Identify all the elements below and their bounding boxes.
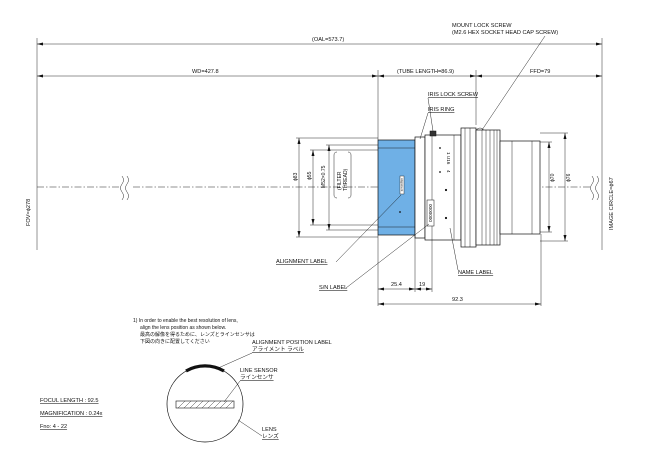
iris-ring-label: IRIS RING [428, 107, 454, 113]
name-label-leader [449, 227, 459, 271]
break-mark [125, 175, 129, 201]
arrow-icon [563, 235, 567, 241]
arrow-icon [547, 142, 551, 148]
arrow-icon [37, 74, 43, 78]
iris-lock-screw [429, 130, 437, 137]
alignment-position-label-jp: アライメント ラベル [252, 346, 304, 353]
rear-barrel [499, 140, 541, 235]
phi76-label: ϕ76 [566, 173, 572, 182]
line-sensor-hatch [177, 400, 234, 409]
iris-lock-leader [427, 97, 434, 132]
dim-19-label: 19 [419, 282, 425, 288]
rear-mount [475, 129, 501, 246]
arrow-icon [470, 74, 476, 78]
arrow-icon [311, 150, 315, 156]
ring-marking-top: 1 U16 [446, 152, 451, 165]
m52-label: M52×0.75 [321, 165, 327, 188]
filter-thread-bracket [347, 151, 352, 199]
alignment-leader [335, 194, 402, 263]
arrow-icon [547, 226, 551, 232]
line-sensor-leader [223, 380, 241, 403]
alignment-position-label-mark [185, 364, 225, 373]
focal-length-spec: FOCUL LENGTH : 92.5 [40, 398, 99, 404]
mount-lock-screw-label: MOUNT LOCK SCREW [452, 23, 512, 29]
ffd-label: FFD=79 [530, 69, 550, 75]
break-mark [590, 175, 594, 201]
alignment-label-callout: ALIGNMENT LABEL [276, 259, 328, 265]
tube-length-label: (TUBE LENGTH=86.9) [397, 69, 454, 75]
lens-leader [237, 419, 263, 437]
iris-lock-screw-label: IRIS LOCK SCREW [428, 92, 479, 98]
break-mark [595, 175, 599, 201]
index-dot [444, 216, 448, 220]
fov-label: FOV=ϕ278 [26, 199, 32, 226]
lens-label-jp: レンズ [262, 432, 279, 440]
alignment-position-leader [215, 352, 253, 370]
arrow-icon [563, 133, 567, 139]
break-mark [120, 175, 124, 201]
alignment-detail-diagram [166, 364, 244, 443]
magnification-spec: MAGNIFICATION : 0.24x [40, 411, 103, 417]
dim-25-4-label: 25.4 [391, 282, 402, 288]
arrow-icon [327, 224, 331, 230]
arrow-icon [596, 74, 602, 78]
arrow-icon [378, 302, 384, 306]
phi55-label: ϕ55 [307, 171, 313, 180]
mount-lock-leader [481, 35, 546, 131]
phi70-label: ϕ70 [550, 173, 556, 182]
arrow-icon [409, 287, 415, 291]
sn-leader [345, 223, 430, 289]
iris-ring-leader [419, 112, 429, 140]
phi83-label: ϕ83 [293, 172, 299, 181]
mount-lock-screw-spec-label: (M2.6 HEX SOCKET HEAD CAP SCREW) [452, 30, 558, 36]
arrow-icon [415, 287, 421, 291]
index-dot [439, 147, 441, 149]
note-line-3: 最高の解像を得るために、レンズとラインセンサは [140, 331, 255, 338]
filter-thread-bracket [333, 151, 338, 199]
sn-label-area [426, 199, 435, 227]
ring-marking-mid: 4 [446, 170, 451, 173]
oal-label: (OAL=573.7) [312, 37, 344, 43]
note-line-2: align the lens position as shown below. [140, 325, 226, 331]
arrow-icon [378, 287, 384, 291]
arrow-icon [37, 42, 43, 46]
note-line-4: 下図の向きに配置してください [140, 338, 210, 345]
fno-spec: Fno: 4 - 22 [40, 424, 67, 430]
iris-ring [414, 136, 426, 239]
index-dot [399, 211, 401, 213]
lens-front-barrel [377, 139, 416, 236]
mount-flange [460, 127, 477, 248]
line-sensor-label-jp: ラインセンサ [240, 374, 274, 381]
arrow-icon [596, 42, 602, 46]
arrow-icon [426, 287, 432, 291]
arrow-icon [327, 145, 331, 151]
barrel-alignment-label [399, 175, 405, 195]
arrow-icon [535, 302, 541, 306]
lens-body: 1 U16 4 0000000 Alignment [377, 127, 541, 248]
line-sensor-label-en: LINE SENSOR [240, 368, 278, 374]
sn-label-callout: S/N LABEL [319, 285, 347, 291]
image-circle-label: IMAGE CIRCLE=ϕ67 [609, 177, 615, 230]
index-dot [439, 171, 441, 173]
filter-thread-label-2: THREAD) [343, 168, 349, 191]
arrow-icon [297, 138, 301, 144]
wd-label: WD=427.8 [192, 69, 219, 75]
index-dot [444, 188, 448, 192]
serial-number: 0000000 [428, 204, 433, 222]
note-line-1: 1) In order to enable the best resolutio… [133, 318, 238, 324]
line-sensor [175, 400, 235, 409]
arrow-icon [476, 74, 482, 78]
arrow-icon [378, 74, 384, 78]
arrow-icon [372, 74, 378, 78]
name-label-callout: NAME LABEL [458, 270, 493, 276]
arrow-icon [297, 231, 301, 237]
arrow-icon [311, 219, 315, 225]
alignment-position-label-en: ALIGNMENT POSITION LABEL [252, 340, 332, 346]
alignment-label-text: Alignment [400, 178, 404, 192]
filter-thread-label-1: (FILTER [337, 171, 343, 190]
lens-label-en: LENS [262, 427, 277, 433]
dim-92-3-label: 92.3 [452, 297, 463, 303]
